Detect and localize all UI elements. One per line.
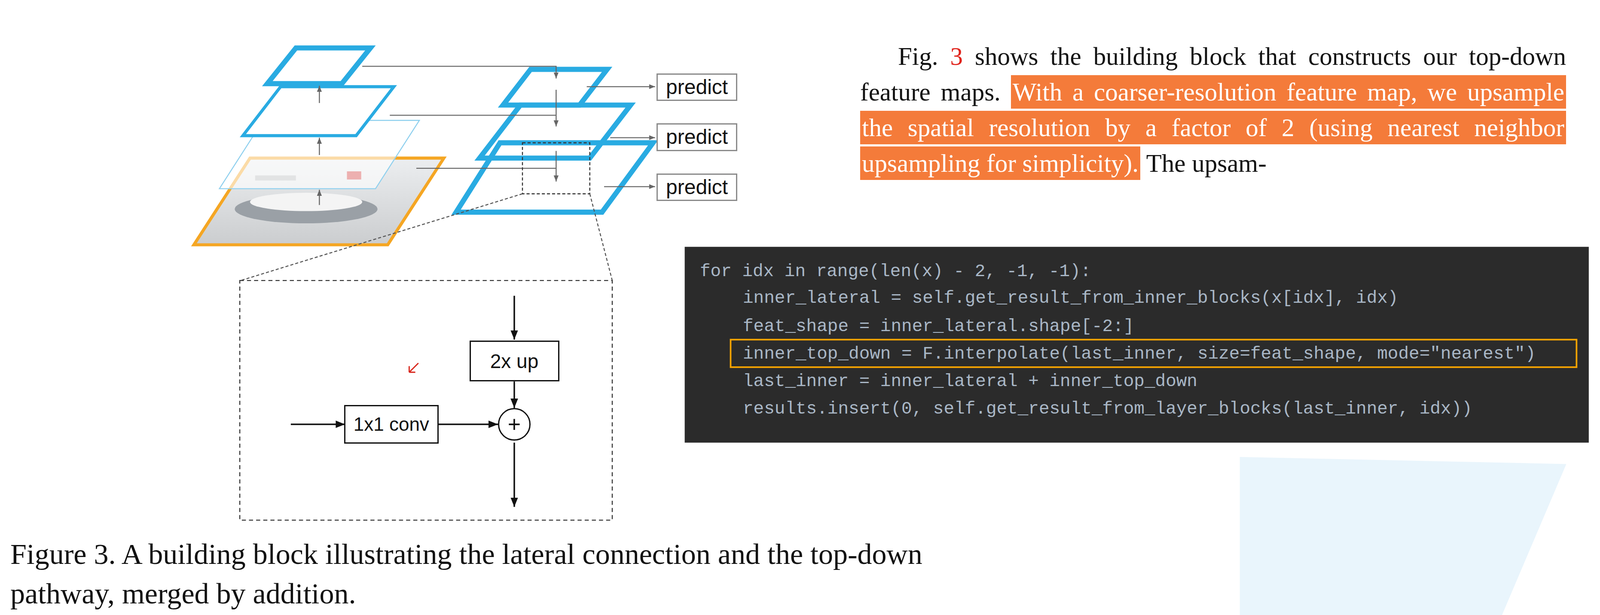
paper-text: Fig. xyxy=(897,42,938,71)
top-down-arrow xyxy=(555,150,557,182)
predict-box: predict xyxy=(656,173,738,202)
node-label: 2x up xyxy=(490,351,539,372)
code-line: feat_shape = inner_lateral.shape[-2:] xyxy=(742,312,1134,341)
code-line: inner_top_down = F.interpolate(last_inne… xyxy=(742,340,1536,368)
paper-paragraph: Fig. 3 shows the building block that con… xyxy=(860,38,1567,182)
output-map xyxy=(479,105,631,159)
input-arrow xyxy=(290,423,346,426)
node-label: + xyxy=(507,413,521,436)
lateral-arrow xyxy=(362,66,556,79)
predict-box: predict xyxy=(656,73,738,101)
background-shape xyxy=(1239,457,1567,615)
code-panel xyxy=(684,247,1589,443)
paper-text: The upsam- xyxy=(1146,149,1267,178)
figure-ref: 3 xyxy=(950,42,964,71)
feature-map xyxy=(267,48,371,84)
bottom-up-arrow xyxy=(318,85,320,103)
predict-arrow xyxy=(604,186,656,187)
code-line: inner_lateral = self.get_result_from_inn… xyxy=(742,284,1399,312)
code-line: for idx in range(len(x) - 2, -1, -1): xyxy=(699,257,1091,286)
image-car-top xyxy=(250,192,363,212)
output-arrow xyxy=(513,442,516,508)
node-label: predict xyxy=(665,76,728,98)
node-label: 1x1 conv xyxy=(353,415,430,434)
input-arrow xyxy=(513,296,516,340)
top-down-arrow xyxy=(555,89,557,127)
lateral-line xyxy=(416,167,556,169)
bottom-up-arrow xyxy=(318,137,320,156)
flow-arrow xyxy=(438,423,498,426)
zoom-region xyxy=(522,142,590,194)
bottom-up-arrow xyxy=(318,189,320,206)
predict-arrow xyxy=(586,86,656,88)
figure-caption: Figure 3. A building block illustrating … xyxy=(10,534,943,614)
node-label: predict xyxy=(665,177,728,198)
zoom-box xyxy=(239,280,613,521)
predict-box: predict xyxy=(656,123,738,151)
predict-arrow xyxy=(610,137,656,138)
node-label: predict xyxy=(665,126,728,148)
upsample-box: 2x up xyxy=(469,340,560,382)
zoom-leader xyxy=(241,193,523,281)
sum-circle: + xyxy=(497,408,531,441)
zoom-leader xyxy=(589,193,613,281)
code-line: last_inner = inner_lateral + inner_top_d… xyxy=(742,367,1198,396)
circle-shape xyxy=(498,409,531,441)
flow-arrow xyxy=(513,381,516,409)
feature-map xyxy=(242,86,394,136)
lateral-line xyxy=(389,114,556,116)
cursor-mark xyxy=(409,363,419,373)
code-line: results.insert(0, self.get_result_from_l… xyxy=(742,395,1473,423)
conv-box: 1x1 conv xyxy=(344,405,439,444)
